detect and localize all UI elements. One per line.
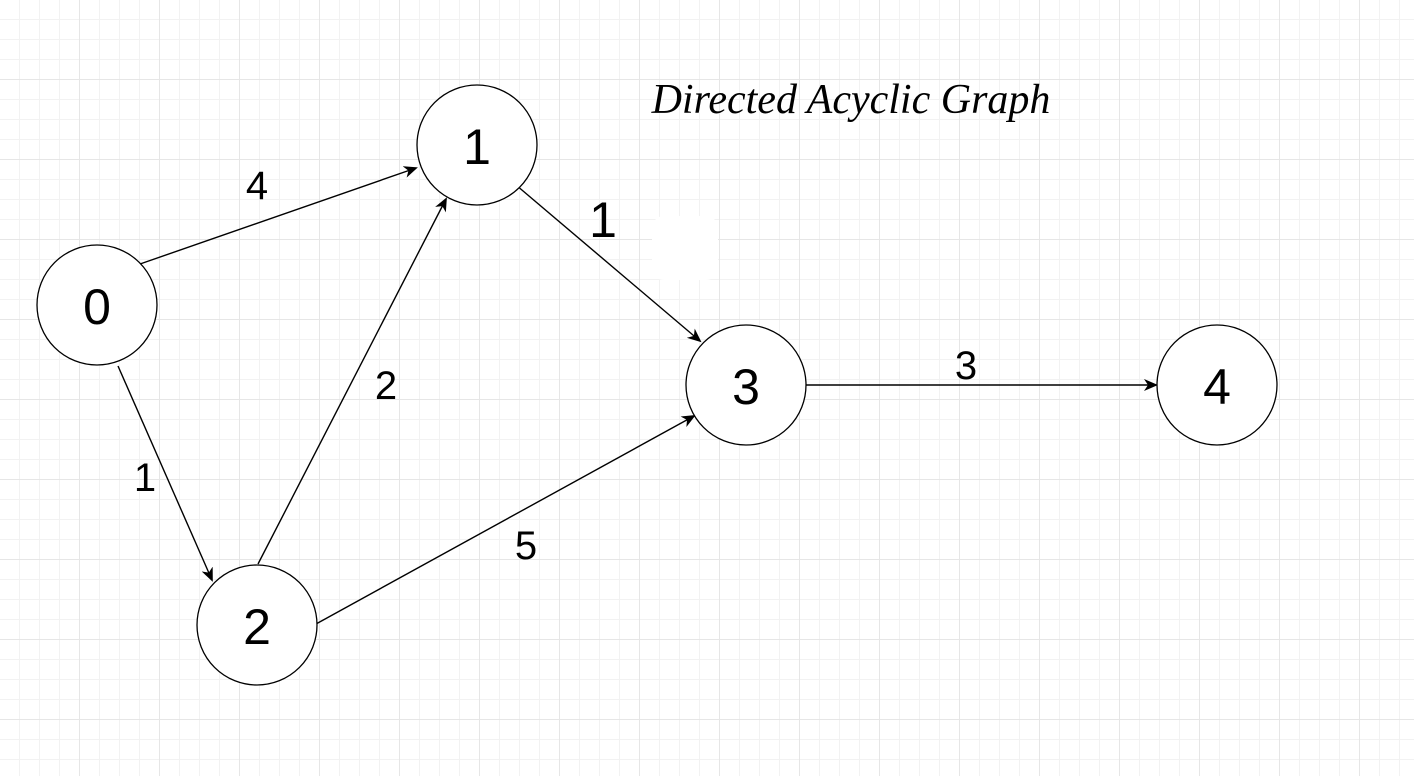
- node-0-label: 0: [83, 279, 111, 335]
- node-3-label: 3: [732, 359, 760, 415]
- edge-labels-group: 4 1 2 1 5 3: [134, 164, 977, 568]
- edge-weight-0-2: 1: [134, 456, 156, 500]
- edge-weight-2-1: 2: [375, 364, 397, 408]
- node-4-circle: [1156, 324, 1278, 446]
- node-1-label: 1: [463, 119, 491, 175]
- edge-weight-1-3: 1: [589, 192, 617, 248]
- node-3-circle: [685, 324, 807, 446]
- node-4-label: 4: [1203, 359, 1231, 415]
- edge-weight-3-4: 3: [955, 344, 977, 388]
- edge-weight-0-1: 4: [246, 164, 268, 208]
- diagram-title: Directed Acyclic Graph: [651, 77, 1051, 123]
- node-4: 4: [1156, 324, 1278, 446]
- edges-group: [117, 166, 1158, 625]
- node-0: 0: [36, 244, 158, 366]
- node-2-label: 2: [243, 599, 271, 655]
- edge-1-3: [515, 184, 702, 343]
- edge-weight-2-3: 5: [515, 524, 537, 568]
- node-1: 1: [416, 84, 538, 206]
- node-2: 2: [196, 564, 318, 686]
- white-patch: [652, 216, 718, 280]
- node-2-circle: [196, 564, 318, 686]
- edge-0-2: [117, 365, 213, 582]
- edge-0-1: [139, 166, 418, 265]
- node-3: 3: [685, 324, 807, 446]
- edge-2-3: [315, 415, 696, 625]
- node-1-circle: [416, 84, 538, 206]
- edge-2-1: [257, 197, 447, 565]
- node-0-circle: [36, 244, 158, 366]
